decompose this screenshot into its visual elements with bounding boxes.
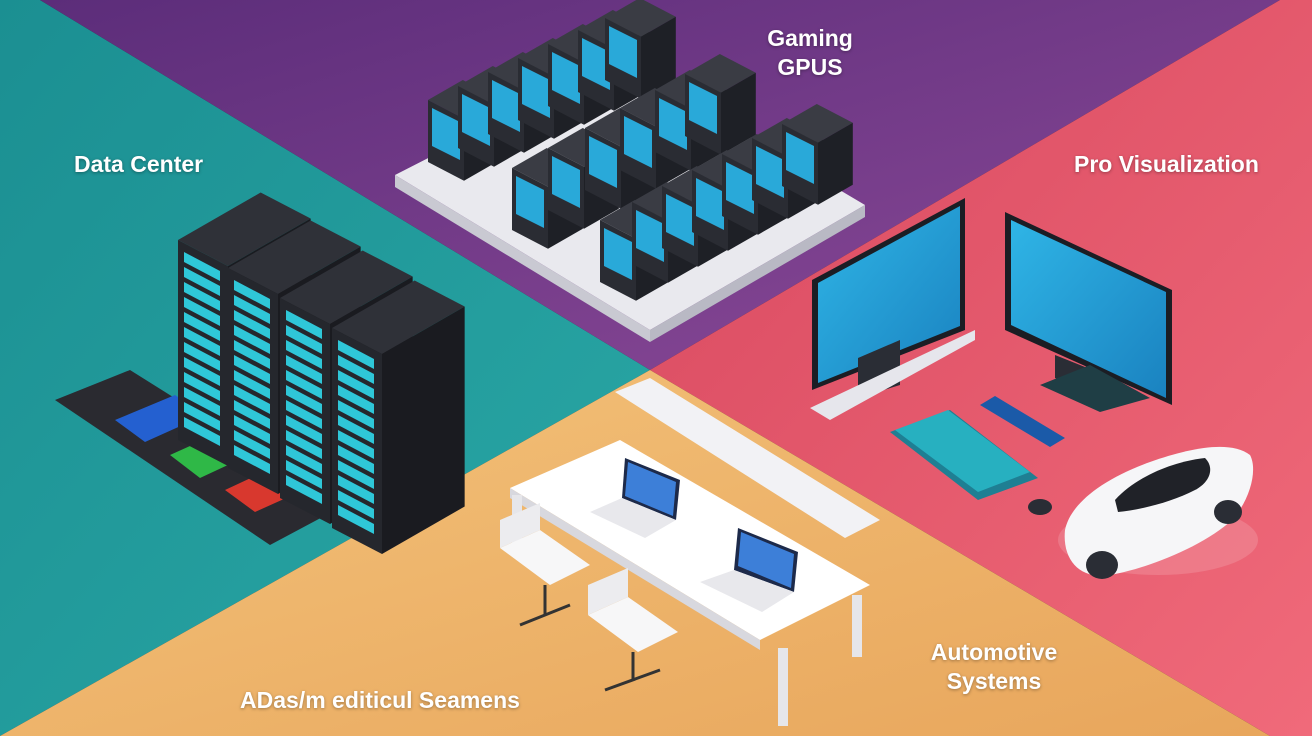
gpu-screen — [624, 116, 652, 168]
server-light — [234, 385, 270, 414]
gpu-unit — [782, 104, 853, 205]
gpu-screen — [582, 38, 610, 90]
gpu-screen — [609, 26, 637, 78]
laptop-left — [590, 458, 680, 538]
server-light — [338, 445, 374, 474]
server-light — [234, 280, 270, 309]
server-racks — [178, 192, 465, 554]
server-light — [234, 430, 270, 459]
server-light — [338, 505, 374, 534]
label-automotive-systems: Automotive Systems — [930, 639, 1058, 694]
server-light — [286, 340, 322, 369]
server-light — [184, 387, 220, 416]
server-rack — [332, 280, 465, 554]
gpu-screen — [522, 66, 550, 118]
server-light — [286, 415, 322, 444]
server-light — [338, 475, 374, 504]
server-light — [286, 400, 322, 429]
server-light — [338, 370, 374, 399]
label-pro-visualization: Pro Visualization — [1074, 151, 1259, 177]
keyboard-pro — [890, 410, 1038, 500]
server-light — [338, 355, 374, 384]
server-light — [286, 370, 322, 399]
server-light — [184, 342, 220, 371]
server-light — [234, 400, 270, 429]
gpu-unit — [685, 54, 756, 155]
gpu-screen — [516, 176, 544, 228]
mouse — [1028, 499, 1052, 515]
server-light — [338, 460, 374, 489]
gpu-screen — [726, 162, 754, 214]
server-light — [234, 340, 270, 369]
server-light — [234, 325, 270, 354]
server-light — [184, 417, 220, 446]
gpu-screen — [666, 194, 694, 246]
server-light — [286, 385, 322, 414]
server-light — [338, 385, 374, 414]
gpu-units — [428, 0, 853, 301]
label-gaming-gpus: Gaming GPUS — [767, 25, 853, 80]
server-light — [286, 325, 322, 354]
server-light — [184, 327, 220, 356]
gpu-screen — [589, 136, 617, 188]
server-light — [184, 252, 220, 281]
server-light — [286, 475, 322, 504]
server-light — [338, 490, 374, 519]
gpu-screen — [552, 156, 580, 208]
server-light — [286, 355, 322, 384]
office-chairs — [500, 503, 678, 692]
gpu-screen — [659, 98, 687, 150]
server-light — [184, 372, 220, 401]
server-light — [184, 297, 220, 326]
gpu-screen — [462, 94, 490, 146]
server-light — [338, 430, 374, 459]
gpu-screen — [636, 210, 664, 262]
server-light — [286, 460, 322, 489]
gpu-unit — [605, 0, 676, 99]
gpu-screen — [696, 178, 724, 230]
server-light — [234, 355, 270, 384]
server-light — [234, 415, 270, 444]
server-light — [234, 370, 270, 399]
server-light — [184, 402, 220, 431]
server-light — [234, 310, 270, 339]
label-adas: ADas/m editicul Seamens — [240, 687, 520, 713]
server-light — [184, 312, 220, 341]
label-data-center: Data Center — [74, 151, 204, 177]
server-light — [338, 400, 374, 429]
car — [1058, 446, 1258, 579]
server-light — [184, 282, 220, 311]
gpu-screen — [432, 108, 460, 160]
gpu-screen — [756, 146, 784, 198]
monitor-right — [1005, 212, 1172, 412]
server-light — [286, 310, 322, 339]
server-light — [184, 357, 220, 386]
server-light — [286, 430, 322, 459]
server-light — [234, 295, 270, 324]
server-light — [338, 340, 374, 369]
monitor-left — [810, 198, 975, 420]
server-light — [286, 445, 322, 474]
gpu-screen — [492, 80, 520, 132]
stylus-tablet — [980, 396, 1065, 447]
server-light — [234, 445, 270, 474]
gpu-screen — [604, 228, 632, 280]
gpu-screen — [689, 82, 717, 134]
laptop-right — [700, 528, 798, 612]
server-light — [338, 415, 374, 444]
gpu-screen — [552, 52, 580, 104]
server-light — [184, 267, 220, 296]
gpu-screen — [786, 132, 814, 184]
